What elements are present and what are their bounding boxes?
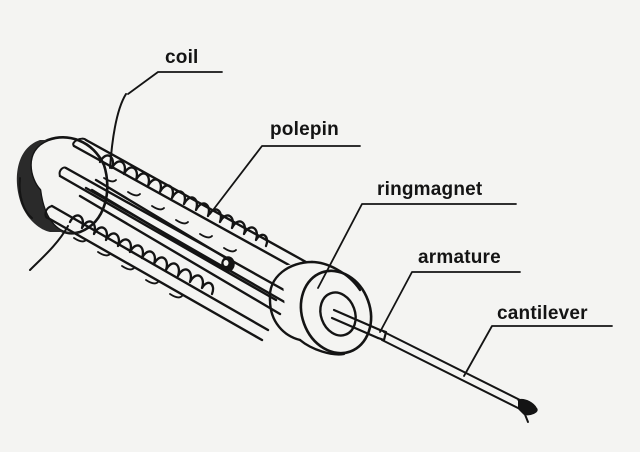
upper-coil bbox=[98, 154, 269, 253]
cantilever-label: cantilever bbox=[497, 303, 588, 324]
lower-coil bbox=[68, 214, 215, 299]
cantilever-shaft bbox=[381, 331, 538, 423]
polepin-shaft bbox=[90, 178, 235, 272]
rods bbox=[44, 137, 308, 342]
armature-shaft bbox=[330, 308, 388, 342]
coil-leads bbox=[29, 93, 127, 271]
leader-lines bbox=[127, 71, 613, 377]
end-disc bbox=[16, 136, 109, 235]
coil-label: coil bbox=[165, 47, 199, 68]
armature-label: armature bbox=[418, 247, 501, 268]
ringmagnet-label: ringmagnet bbox=[377, 179, 483, 200]
polepin-label: polepin bbox=[270, 119, 339, 140]
